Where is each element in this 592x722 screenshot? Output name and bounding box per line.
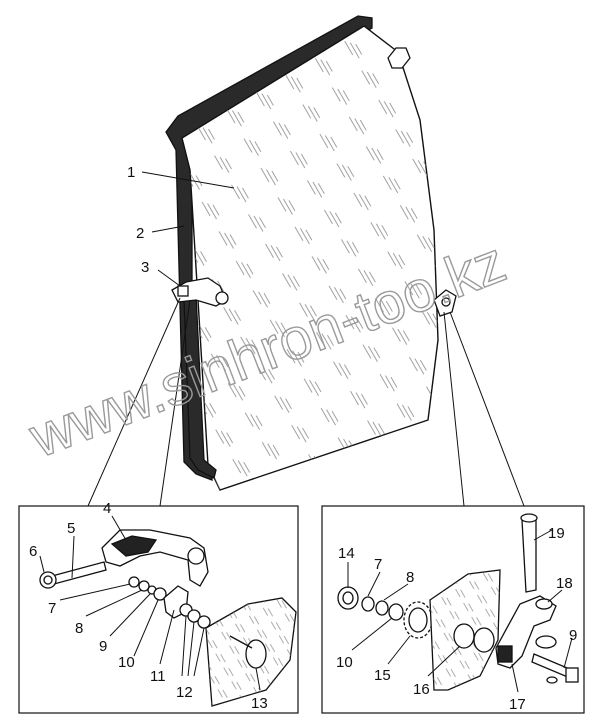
callout-19: 19	[548, 525, 565, 542]
callout-12: 12	[176, 684, 193, 701]
callout-3: 3	[141, 259, 149, 276]
detail-leaders	[87, 297, 525, 507]
callout-10-right: 10	[336, 654, 353, 671]
callout-18: 18	[556, 575, 573, 592]
callout-9: 9	[99, 638, 107, 655]
callout-16: 16	[413, 681, 430, 698]
callout-6: 6	[29, 543, 37, 560]
left-detail-parts	[39, 529, 297, 707]
callout-15: 15	[374, 667, 391, 684]
side-latch	[433, 289, 457, 317]
callout-4: 4	[103, 500, 111, 517]
hinge	[171, 277, 229, 307]
callout-7: 7	[48, 600, 56, 617]
callout-13: 13	[251, 695, 268, 712]
callout-14: 14	[338, 545, 355, 562]
callout-17: 17	[509, 696, 526, 713]
callout-8-right: 8	[406, 569, 414, 586]
callout-10: 10	[118, 654, 135, 671]
callout-2: 2	[136, 225, 144, 242]
callout-11: 11	[150, 668, 166, 685]
detail-box-right	[321, 505, 585, 714]
callout-labels: 1 2 3 4 5 6 7 8 9 10 11 12 13 14 7 8 10 …	[29, 164, 577, 713]
top-latch	[387, 47, 411, 69]
right-detail-parts	[337, 513, 579, 691]
detail-box-left	[18, 505, 299, 714]
door-assembly	[165, 15, 457, 491]
callout-5: 5	[67, 520, 75, 537]
callout-1: 1	[127, 164, 135, 181]
lower-seal-strip	[183, 292, 217, 479]
callout-7-right: 7	[374, 556, 382, 573]
callout-9-right: 9	[569, 627, 577, 644]
callout-8: 8	[75, 620, 83, 637]
